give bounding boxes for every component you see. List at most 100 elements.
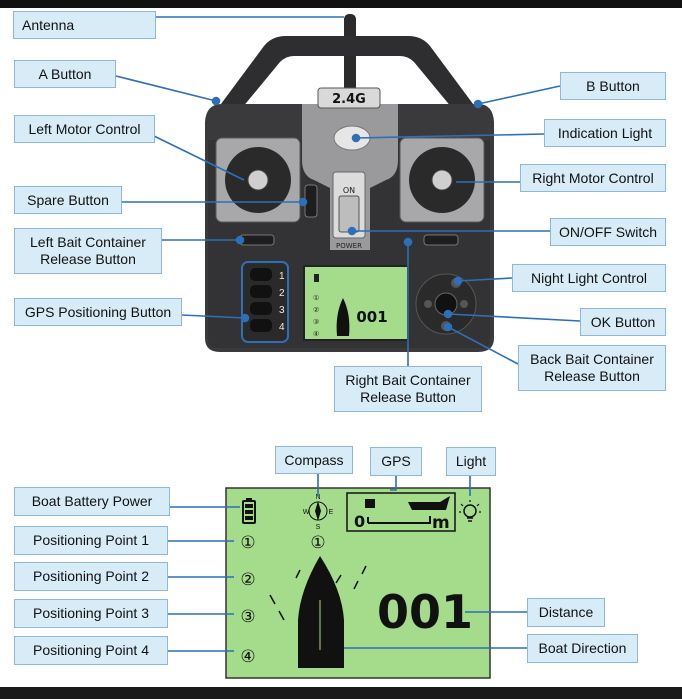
left-bait-button[interactable] bbox=[239, 234, 275, 246]
light-bulb-icon bbox=[463, 504, 477, 518]
direction-dashes bbox=[269, 565, 367, 621]
gps-distance-bar bbox=[367, 516, 431, 524]
position-point-3: ③ bbox=[240, 607, 255, 627]
gps-key-4[interactable] bbox=[250, 319, 272, 332]
indication-light-leader bbox=[355, 133, 545, 139]
boat-direction-label: Boat Direction bbox=[527, 634, 638, 663]
gps-button-dot bbox=[240, 313, 250, 323]
gps-button-leader bbox=[181, 314, 246, 319]
b-button-leader bbox=[477, 85, 561, 105]
gps-key-3[interactable] bbox=[250, 302, 272, 315]
compass-needle bbox=[315, 501, 321, 521]
compass-label: Compass bbox=[275, 446, 353, 474]
gps-home-icon bbox=[365, 499, 375, 508]
light-label: Light bbox=[446, 447, 496, 476]
battery-bar-1 bbox=[245, 504, 253, 508]
b-button-label: B Button bbox=[560, 72, 666, 100]
a-button-label: A Button bbox=[14, 60, 116, 88]
distance-label: Distance bbox=[527, 598, 605, 627]
mini-point-2: ② bbox=[313, 306, 319, 314]
back-bait-dot bbox=[443, 322, 453, 332]
mini-lcd-screen bbox=[303, 265, 409, 341]
left-motor-label: Left Motor Control bbox=[14, 115, 155, 143]
gps-key-label-4: 4 bbox=[279, 322, 285, 333]
left-motor-leader bbox=[153, 135, 245, 181]
gps-key-label-2: 2 bbox=[279, 288, 285, 299]
frequency-badge: 2.4G bbox=[332, 92, 366, 107]
frequency-badge-plate bbox=[317, 87, 381, 109]
battery-bar-2 bbox=[245, 510, 253, 514]
gps-zero: 0 bbox=[354, 512, 365, 531]
point2-label: Positioning Point 2 bbox=[14, 562, 168, 591]
gps-key-label-1: 1 bbox=[279, 271, 285, 282]
power-switch[interactable] bbox=[338, 195, 360, 233]
boat-direction-icon bbox=[298, 556, 344, 668]
ok-button-dot bbox=[443, 309, 453, 319]
a-button-dot bbox=[211, 96, 221, 106]
position-point-4: ④ bbox=[240, 647, 255, 667]
power-text: POWER bbox=[336, 242, 362, 250]
switch-on-text: ON bbox=[343, 186, 355, 195]
gps-panel bbox=[346, 492, 456, 532]
compass-s: S bbox=[316, 524, 321, 531]
carry-handle bbox=[218, 36, 476, 108]
gps-key-1[interactable] bbox=[250, 268, 272, 281]
left-motor-stick[interactable] bbox=[247, 169, 269, 191]
b-button-dot bbox=[473, 99, 483, 109]
compass-e: E bbox=[329, 509, 334, 516]
right-bait-label: Right Bait Container Release Button bbox=[334, 366, 482, 412]
antenna-label: Antenna bbox=[13, 11, 156, 39]
right-motor-stick[interactable] bbox=[431, 169, 453, 191]
light-bulb-base bbox=[467, 517, 473, 522]
compass-w: W bbox=[303, 509, 310, 516]
right-motor-label: Right Motor Control bbox=[520, 164, 666, 192]
light-bulb-rays bbox=[459, 500, 481, 513]
battery-bar-3 bbox=[245, 516, 253, 520]
indication-light-dot bbox=[351, 133, 361, 143]
night-light-label: Night Light Control bbox=[512, 264, 666, 292]
gps-boat-icon bbox=[408, 496, 450, 510]
mini-distance: 001 bbox=[356, 308, 387, 326]
position-point-2: ② bbox=[240, 570, 255, 590]
point4-label: Positioning Point 4 bbox=[14, 636, 168, 665]
right-bait-dot bbox=[403, 237, 413, 247]
top-edge-strip bbox=[0, 0, 682, 8]
gps-leader bbox=[390, 476, 397, 491]
bottom-edge-strip bbox=[0, 687, 682, 699]
gps-key-label-3: 3 bbox=[279, 305, 285, 316]
gps-unit: m bbox=[432, 513, 450, 533]
ok-button-leader bbox=[447, 313, 581, 322]
battery-label: Boat Battery Power bbox=[14, 487, 170, 516]
battery-cap bbox=[246, 498, 252, 501]
indication-light-label: Indication Light bbox=[544, 119, 666, 147]
compass-point-number: ① bbox=[310, 533, 325, 553]
position-point-1: ① bbox=[240, 533, 255, 553]
dpad-left-key[interactable] bbox=[424, 300, 432, 308]
onoff-dot bbox=[347, 226, 357, 236]
spare-button-label: Spare Button bbox=[14, 186, 122, 214]
gps-button-label: GPS Positioning Button bbox=[14, 298, 182, 326]
lcd-screen bbox=[225, 487, 491, 679]
compass-n: N bbox=[315, 494, 320, 501]
mini-point-1: ① bbox=[313, 294, 319, 302]
point1-label: Positioning Point 1 bbox=[14, 526, 168, 555]
onoff-switch-label: ON/OFF Switch bbox=[550, 218, 666, 246]
spare-button-dot bbox=[298, 197, 308, 207]
left-bait-dot bbox=[235, 235, 245, 245]
right-bait-button[interactable] bbox=[423, 234, 459, 246]
ok-button-label: OK Button bbox=[580, 308, 666, 336]
left-bait-label: Left Bait Container Release Button bbox=[14, 228, 162, 274]
a-button-leader bbox=[115, 75, 217, 102]
mini-point-3: ③ bbox=[313, 318, 319, 326]
point3-label: Positioning Point 3 bbox=[14, 599, 168, 628]
gps-label: GPS bbox=[370, 447, 422, 476]
night-light-leader bbox=[457, 277, 513, 282]
dpad-right-key[interactable] bbox=[460, 300, 468, 308]
night-light-dot bbox=[453, 276, 463, 286]
back-bait-label: Back Bait Container Release Button bbox=[518, 345, 666, 391]
distance-value: 001 bbox=[377, 585, 473, 639]
mini-boat-icon bbox=[336, 298, 350, 336]
mini-battery-icon bbox=[314, 274, 319, 282]
gps-key-2[interactable] bbox=[250, 285, 272, 298]
